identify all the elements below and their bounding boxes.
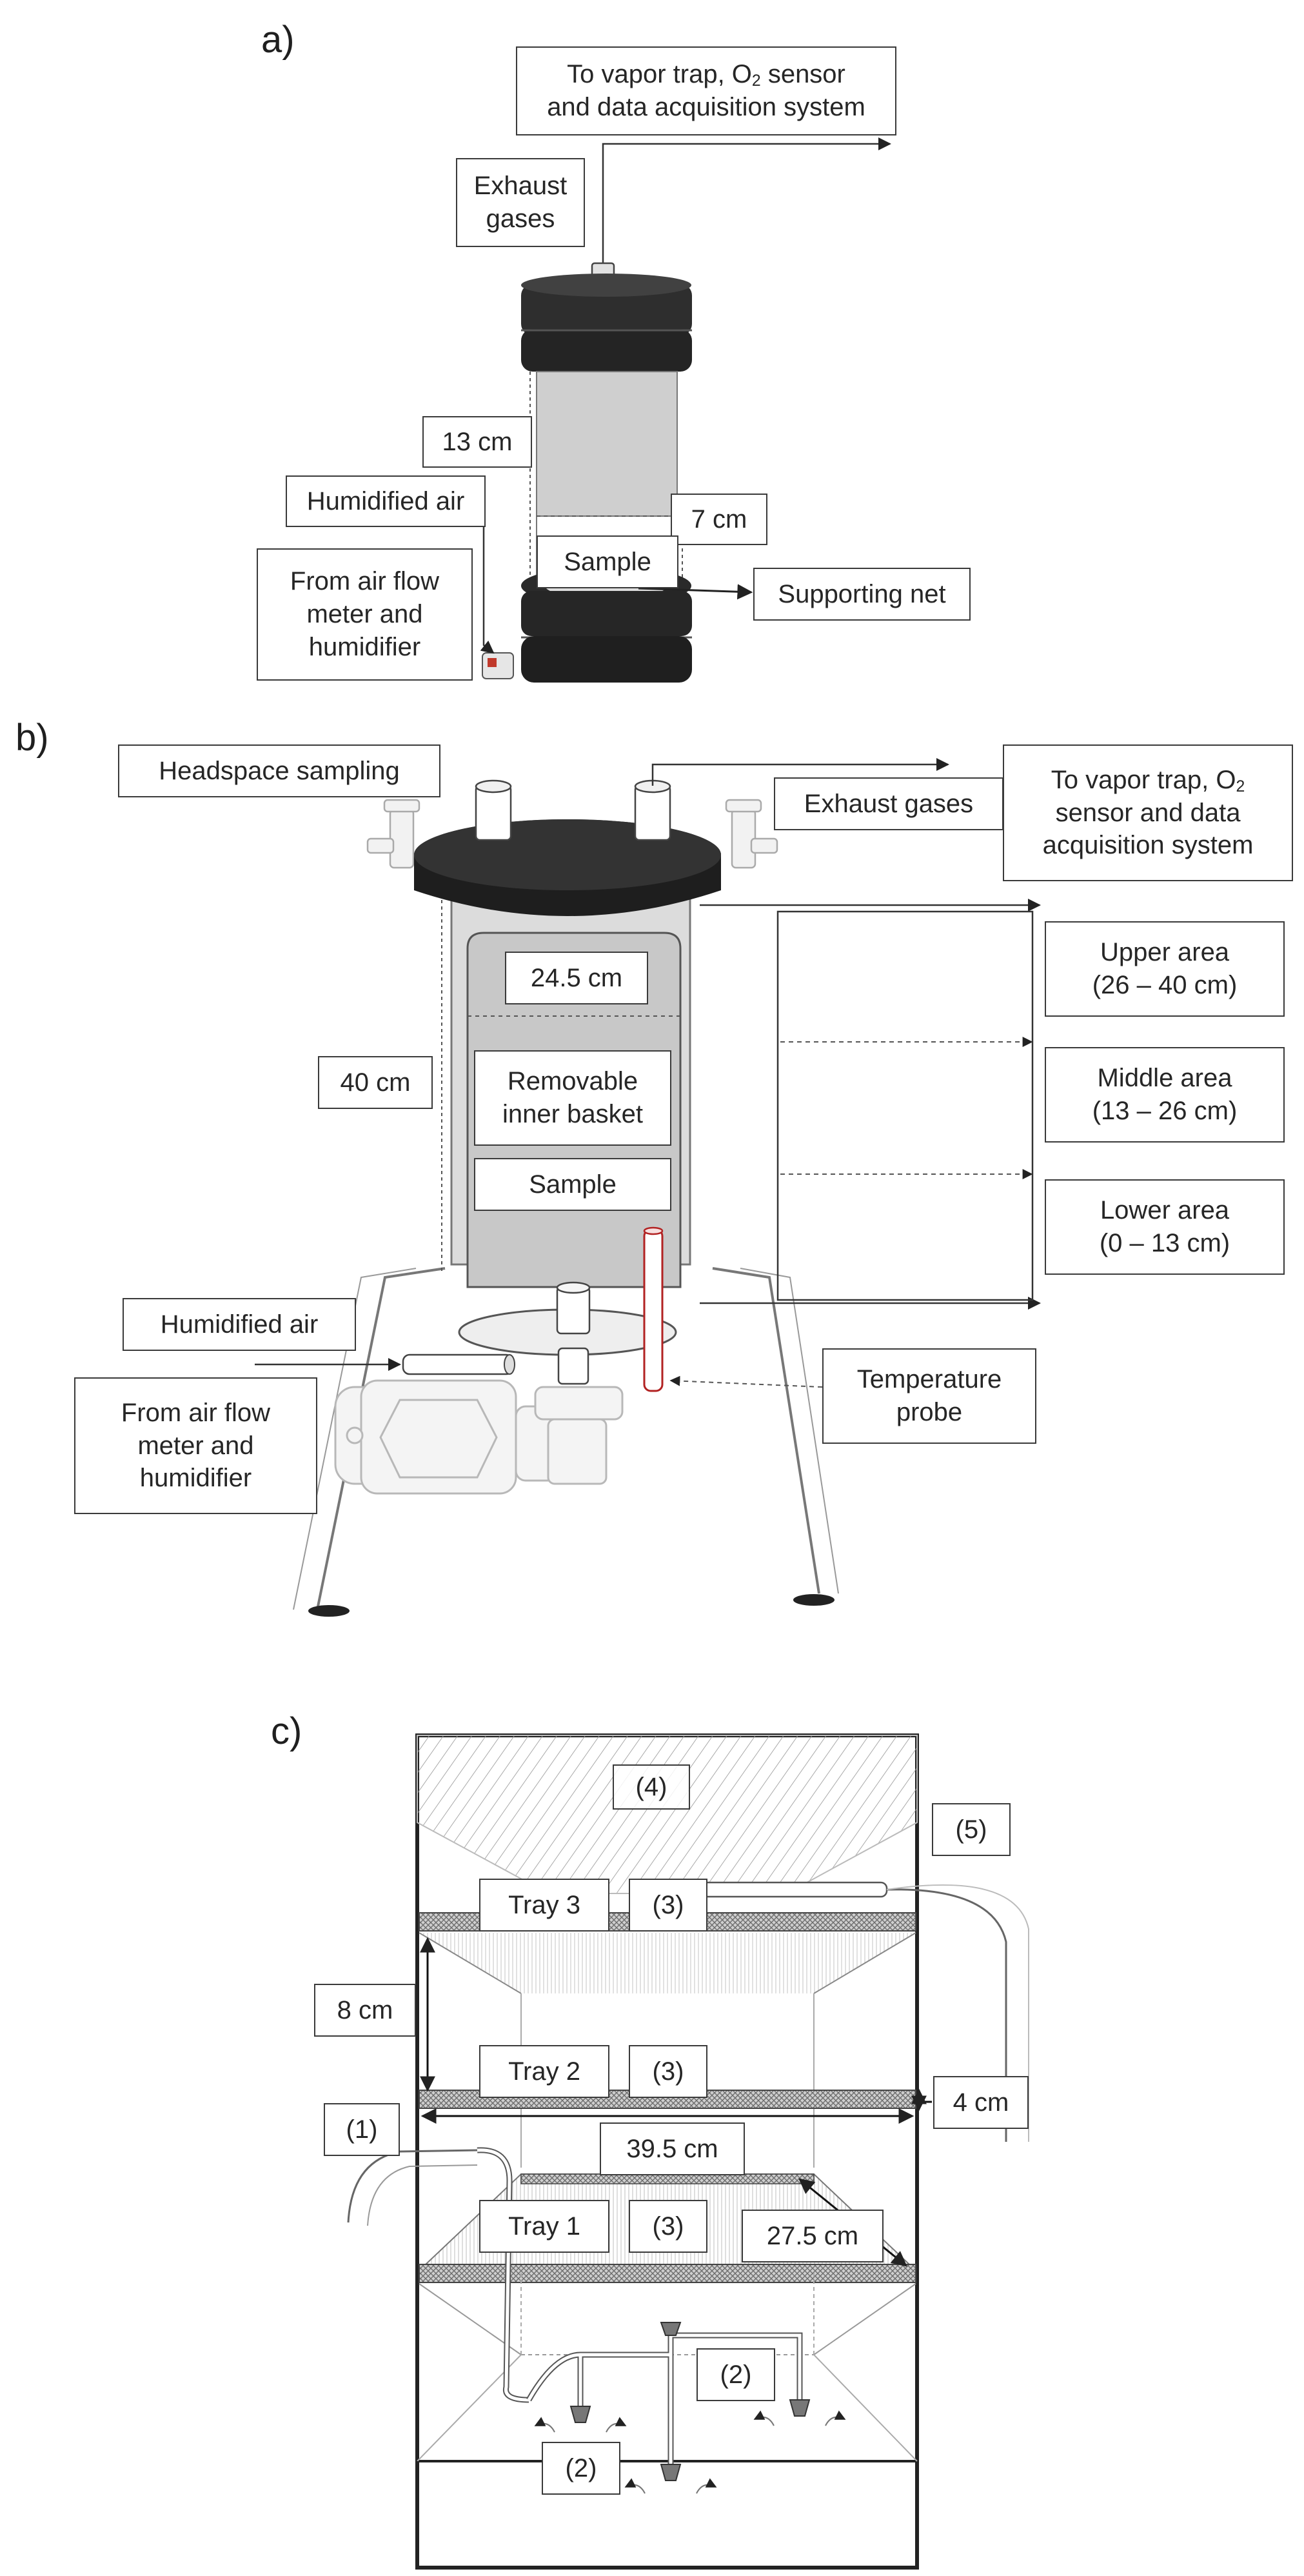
vapor-trap-a-line1: To vapor trap, O	[567, 60, 752, 89]
middle-area-line1: Middle area	[1097, 1064, 1232, 1093]
panel-c-letter: c)	[271, 1710, 302, 1752]
label-2a: (2)	[696, 2348, 775, 2401]
sample-label-a: Sample	[537, 535, 678, 588]
from-air-flow-b-line1: From air flow	[121, 1398, 271, 1427]
exhaust-line2: gases	[486, 205, 555, 233]
panel-a-letter: a)	[261, 19, 295, 61]
label-3c: (3)	[629, 2200, 707, 2253]
exhaust-gases-label-a: Exhaust gases	[456, 158, 585, 247]
label-3a: (3)	[629, 1879, 707, 1932]
exhaust-gases-label-b: Exhaust gases	[774, 777, 1003, 830]
vapor-trap-label-b: To vapor trap, O2 sensor and data acquis…	[1003, 744, 1293, 881]
tray-3-label: Tray 3	[479, 1879, 609, 1932]
from-air-flow-label-a: From air flow meter and humidifier	[257, 548, 473, 681]
from-air-flow-b-line3: humidifier	[139, 1464, 252, 1493]
vapor-trap-b-sub: 2	[1236, 777, 1245, 795]
vapor-trap-b-line2: sensor and data	[1055, 798, 1241, 827]
vapor-trap-a-line1-end: sensor	[760, 60, 845, 89]
height-40-label: 40 cm	[318, 1056, 433, 1109]
label-2b: (2)	[542, 2442, 620, 2495]
width-395-label: 39.5 cm	[600, 2122, 745, 2175]
label-4: (4)	[613, 1764, 690, 1810]
upper-area-line2: (26 – 40 cm)	[1092, 971, 1238, 999]
middle-area-line2: (13 – 26 cm)	[1092, 1097, 1238, 1125]
height-7-label: 7 cm	[671, 494, 767, 545]
upper-area-line1: Upper area	[1100, 938, 1230, 967]
lower-area-label: Lower area (0 – 13 cm)	[1045, 1179, 1285, 1275]
removable-basket-line1: Removable	[507, 1067, 638, 1096]
humidified-air-label-a: Humidified air	[286, 475, 486, 527]
supporting-net-label: Supporting net	[753, 568, 971, 621]
tray-2-label: Tray 2	[479, 2045, 609, 2098]
lower-area-line1: Lower area	[1100, 1196, 1230, 1225]
temperature-probe-line2: probe	[896, 1398, 963, 1426]
removable-basket-label: Removable inner basket	[474, 1050, 671, 1146]
panel-b-letter: b)	[15, 717, 49, 759]
vapor-trap-a-line2: and data acquisition system	[547, 93, 865, 121]
vapor-trap-b-line3: acquisition system	[1042, 831, 1254, 860]
removable-basket-line2: inner basket	[502, 1100, 643, 1128]
middle-area-label: Middle area (13 – 26 cm)	[1045, 1047, 1285, 1143]
vapor-trap-label-a: To vapor trap, O2 sensor and data acquis…	[516, 46, 896, 135]
depth-275-label: 27.5 cm	[742, 2210, 884, 2262]
tray-1-label: Tray 1	[479, 2200, 609, 2253]
height-13-label: 13 cm	[422, 416, 532, 468]
humidified-air-label-b: Humidified air	[123, 1298, 356, 1351]
temperature-probe-line1: Temperature	[856, 1365, 1002, 1394]
lower-area-line2: (0 – 13 cm)	[1099, 1229, 1230, 1257]
label-1: (1)	[324, 2103, 400, 2156]
from-air-flow-label-b: From air flow meter and humidifier	[74, 1377, 317, 1514]
label-3b: (3)	[629, 2045, 707, 2098]
vapor-trap-b-line1: To vapor trap, O	[1051, 765, 1236, 794]
upper-area-label: Upper area (26 – 40 cm)	[1045, 921, 1285, 1017]
from-air-flow-b-line2: meter and	[137, 1431, 254, 1460]
temperature-probe-label: Temperature probe	[822, 1348, 1036, 1444]
from-air-flow-a-line2: meter and	[306, 600, 423, 629]
from-air-flow-a-line1: From air flow	[290, 567, 440, 596]
sample-label-b: Sample	[474, 1158, 671, 1211]
height-8-label: 8 cm	[314, 1984, 416, 2037]
vapor-trap-a-sub: 2	[751, 72, 761, 90]
from-air-flow-a-line3: humidifier	[308, 632, 421, 661]
exhaust-line1: Exhaust	[473, 172, 568, 201]
headspace-sampling-label: Headspace sampling	[118, 744, 440, 797]
gap-4-label: 4 cm	[933, 2076, 1029, 2129]
diameter-label: 24.5 cm	[505, 952, 648, 1004]
label-5: (5)	[932, 1803, 1011, 1856]
